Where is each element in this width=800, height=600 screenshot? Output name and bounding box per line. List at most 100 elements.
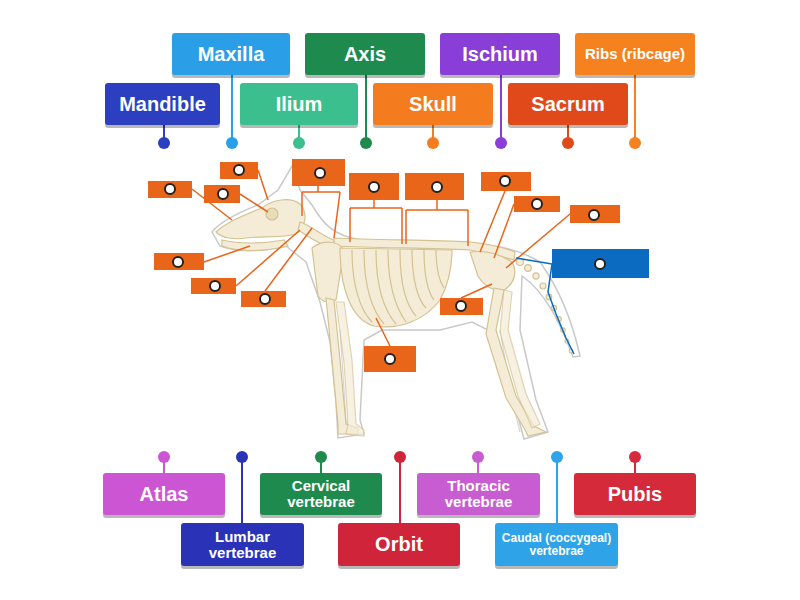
leader-line	[480, 191, 505, 252]
leader-bracket	[406, 200, 468, 246]
pin-group	[158, 75, 641, 149]
answer-box	[364, 346, 416, 372]
tile-text: Maxilla	[198, 44, 265, 65]
pin-head	[427, 137, 439, 149]
pin-stem	[399, 457, 401, 523]
label-tile: Ribs (ribcage)	[575, 33, 695, 75]
drop-dot	[369, 182, 379, 192]
pin-stem	[231, 75, 233, 143]
drop-dot	[315, 168, 325, 178]
drop-dot	[589, 210, 599, 220]
answer-box	[514, 196, 560, 212]
label-tile: Sacrum	[508, 83, 628, 125]
tail-vertebra	[533, 273, 539, 279]
leader-lines	[192, 170, 570, 346]
pin-head	[495, 137, 507, 149]
pin-head	[226, 137, 238, 149]
pin-head	[629, 137, 641, 149]
label-tile: Cervical vertebrae	[260, 473, 382, 515]
answer-box	[552, 249, 649, 278]
pin-group	[158, 451, 641, 523]
leg-bone	[500, 290, 540, 428]
tile-text: Sacrum	[531, 94, 604, 115]
answer-box	[405, 173, 464, 200]
answer-box	[481, 172, 531, 191]
tile-text: Cervical vertebrae	[264, 478, 378, 510]
drop-dot	[432, 182, 442, 192]
leader-line	[376, 318, 390, 346]
label-tile: Caudal (coccygeal) vertebrae	[495, 523, 618, 566]
leader-line	[461, 284, 492, 298]
label-tile: Mandible	[105, 83, 220, 125]
leg-bone	[486, 288, 546, 436]
bones	[216, 200, 573, 436]
tile-text: Orbit	[375, 534, 423, 555]
skull-bone	[216, 200, 305, 239]
pin-stem	[634, 75, 636, 143]
answer-dots	[165, 165, 605, 364]
answer-box	[349, 173, 399, 200]
pin-head	[158, 451, 170, 463]
label-tile: Ischium	[440, 33, 560, 75]
pin-stem	[556, 457, 558, 523]
tile-text: Thoracic vertebrae	[421, 478, 536, 510]
pin-head	[158, 137, 170, 149]
pin-head	[236, 451, 248, 463]
leader-bracket	[350, 200, 402, 244]
tile-text: Pubis	[608, 484, 662, 505]
answer-boxes	[148, 159, 649, 372]
pin-head	[629, 451, 641, 463]
answer-box	[154, 253, 204, 270]
tile-text: Mandible	[119, 94, 206, 115]
pelvis-bone	[470, 251, 515, 290]
pin-head	[394, 451, 406, 463]
answer-box	[191, 278, 236, 294]
pin-head	[562, 137, 574, 149]
leader-bracket	[302, 186, 340, 238]
pin-head	[360, 137, 372, 149]
leg-bone	[336, 302, 364, 436]
leader-line	[204, 246, 250, 262]
leader-line	[240, 194, 268, 212]
leader-line	[494, 204, 514, 258]
answer-box	[292, 159, 345, 186]
label-tile: Ilium	[240, 83, 358, 125]
tile-text: Atlas	[140, 484, 189, 505]
drop-dot	[595, 259, 605, 269]
drop-dot	[165, 184, 175, 194]
tail-vertebra	[540, 283, 546, 289]
label-tile: Axis	[305, 33, 425, 75]
leader-line	[265, 228, 312, 291]
label-tile: Thoracic vertebrae	[417, 473, 540, 515]
dog-outline	[212, 166, 580, 439]
drop-dot	[218, 189, 228, 199]
rib-lines	[352, 250, 444, 324]
drop-dot	[210, 281, 220, 291]
pin-stem	[365, 75, 367, 143]
tile-text: Ischium	[462, 44, 538, 65]
answer-box	[148, 181, 192, 198]
drop-dot	[385, 354, 395, 364]
ribcage	[340, 248, 452, 327]
tail-vertebra	[525, 265, 532, 272]
answer-box	[570, 205, 620, 223]
drop-dot	[234, 165, 244, 175]
label-tile: Lumbar vertebrae	[181, 523, 304, 566]
pin-head	[293, 137, 305, 149]
tile-text: Skull	[409, 94, 457, 115]
drop-dot	[532, 199, 542, 209]
tile-text: Ilium	[276, 94, 323, 115]
drop-dot	[456, 301, 466, 311]
label-tile: Pubis	[574, 473, 696, 515]
tile-text: Axis	[344, 44, 386, 65]
tile-text: Lumbar vertebrae	[185, 529, 300, 561]
tile-text: Caudal (coccygeal) vertebrae	[499, 532, 614, 557]
pin-stem	[500, 75, 502, 143]
pin-head	[551, 451, 563, 463]
drop-dot	[173, 257, 183, 267]
scapula-bone	[312, 242, 344, 302]
label-tile: Atlas	[103, 473, 225, 515]
answer-box	[440, 298, 483, 315]
pin-head	[472, 451, 484, 463]
pin-stem	[241, 457, 243, 523]
